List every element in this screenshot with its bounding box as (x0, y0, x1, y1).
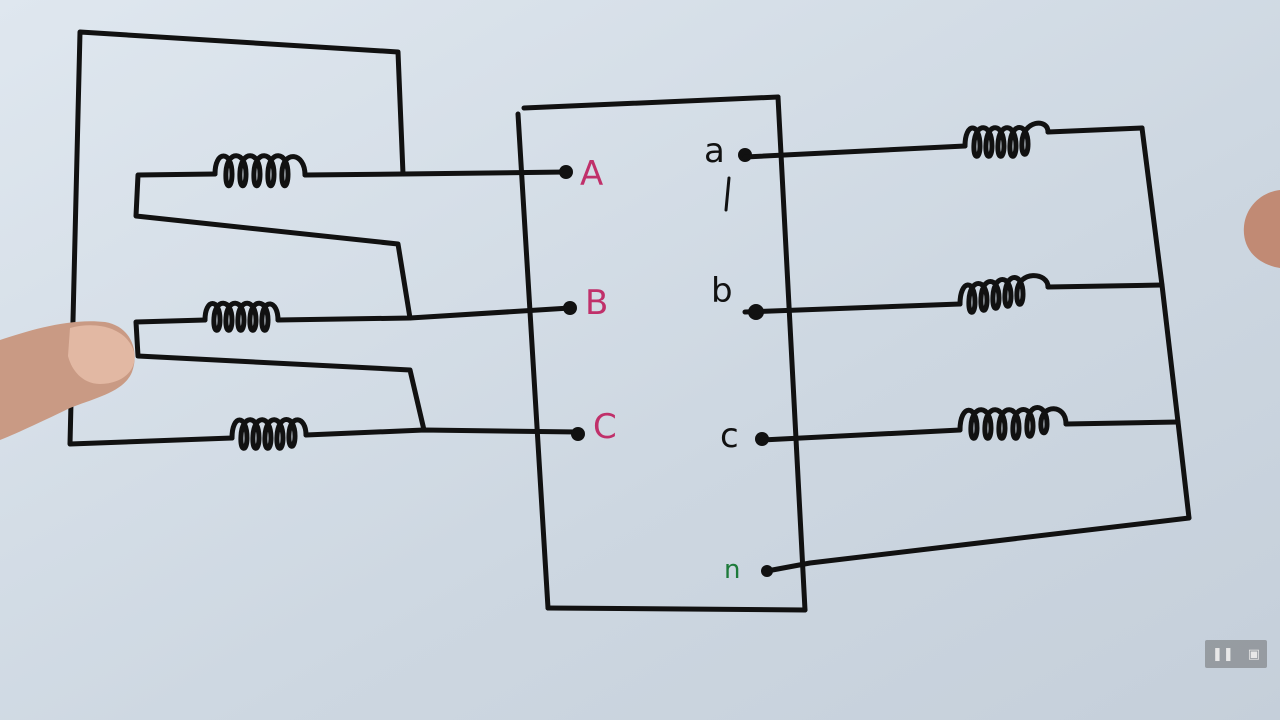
pause-icon[interactable]: ❚❚ (1211, 646, 1234, 662)
secondary-line-b (742, 301, 963, 315)
hand-right (1243, 190, 1280, 268)
terminal-dot-c-primary (571, 427, 585, 441)
terminal-dot-b-primary (563, 301, 577, 315)
terminal-label-secondary-c: c (720, 416, 739, 456)
star-point-bus (1139, 125, 1192, 521)
secondary-return-b (1045, 282, 1165, 290)
primary-top-return (133, 171, 413, 321)
secondary-line-c (759, 427, 963, 443)
primary-coil-1 (212, 153, 308, 189)
box-top-side (521, 94, 781, 111)
box-right-side (775, 94, 808, 613)
secondary-return-a (1045, 125, 1145, 135)
primary-line-a (302, 169, 569, 178)
primary-line-c (303, 427, 581, 438)
terminal-label-secondary-a: a (704, 131, 725, 171)
video-player-controls[interactable]: ❚❚ ▣ (1205, 640, 1267, 668)
primary-winding-network (67, 29, 581, 451)
terminal-label-secondary-b: b (711, 271, 733, 311)
transformer-box (515, 94, 808, 613)
primary-line-b (275, 305, 573, 323)
secondary-winding-network (742, 120, 1192, 574)
terminal-label-neutral: n (724, 555, 740, 585)
primary-coil-3 (229, 417, 309, 451)
secondary-coil-c (957, 405, 1069, 441)
primary-middle-return (133, 317, 427, 433)
primary-terminals: A B C (559, 154, 617, 447)
secondary-coil-a (962, 120, 1051, 159)
neutral-line (764, 515, 1192, 574)
secondary-coil-b (957, 273, 1051, 315)
terminal-label-primary-c: C (593, 407, 617, 447)
label-a-stray-mark (724, 176, 731, 212)
primary-outer-loop (67, 29, 406, 447)
primary-coil-2 (202, 300, 281, 333)
terminal-label-primary-a: A (580, 154, 603, 194)
box-left-side (515, 111, 551, 611)
secondary-line-a (742, 143, 968, 160)
hand-left (0, 321, 135, 440)
secondary-return-c (1063, 419, 1181, 427)
box-bottom-side (545, 605, 808, 613)
terminal-dot-a-primary (559, 165, 573, 179)
terminal-label-primary-b: B (585, 283, 608, 323)
screen-icon[interactable]: ▣ (1247, 646, 1261, 662)
